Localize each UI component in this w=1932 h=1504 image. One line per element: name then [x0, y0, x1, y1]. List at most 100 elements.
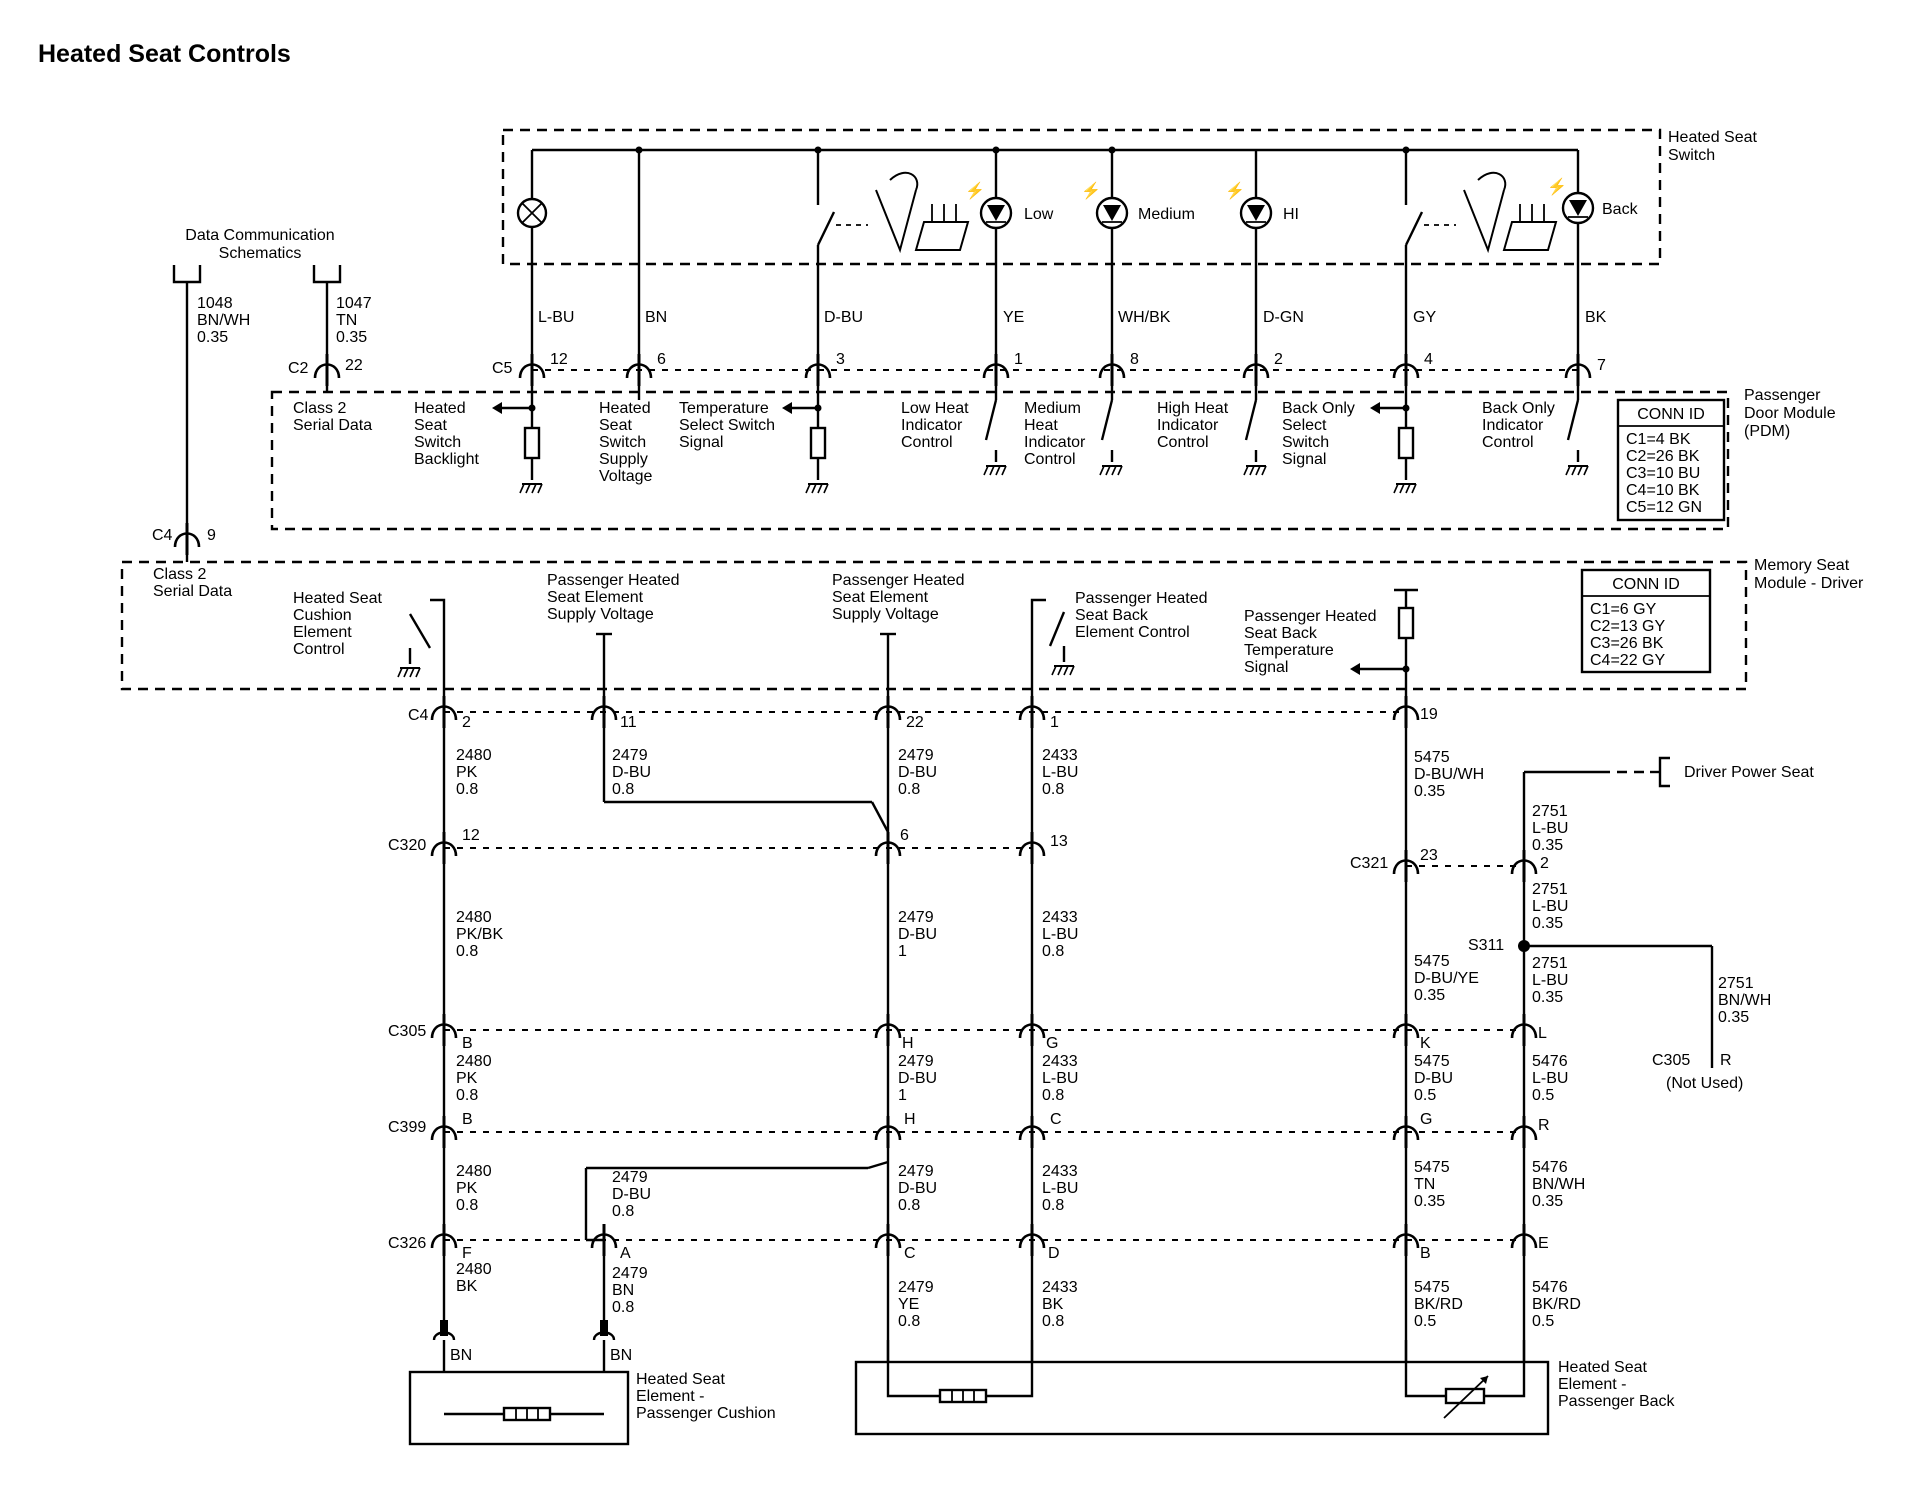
svg-text:C305: C305 — [1652, 1052, 1690, 1069]
wire-color-lbu: L-BU — [538, 309, 574, 326]
svg-text:S311: S311 — [1468, 937, 1504, 954]
indicator-medium: Medium — [1138, 206, 1195, 223]
svg-text:8: 8 — [1130, 351, 1139, 368]
page-title: Heated Seat Controls — [38, 40, 291, 68]
svg-text:F: F — [462, 1245, 472, 1262]
wire-color-whbk: WH/BK — [1118, 309, 1171, 326]
indicator-hi: HI — [1283, 206, 1299, 223]
driver-power-seat: Driver Power Seat — [1684, 764, 1814, 781]
harness: C4 2 11 22 1 19 Driver Power Seat — [388, 694, 1814, 1396]
svg-text:R: R — [1538, 1117, 1550, 1134]
svg-text:22: 22 — [906, 714, 924, 731]
svg-text:13: 13 — [1050, 833, 1068, 850]
svg-text:⚡: ⚡ — [1547, 177, 1567, 196]
svg-text:C305: C305 — [388, 1023, 426, 1040]
splice-s311 — [1518, 940, 1530, 952]
svg-text:⚡: ⚡ — [1081, 181, 1101, 200]
svg-text:3: 3 — [836, 351, 845, 368]
svg-text:2: 2 — [1274, 351, 1283, 368]
medium-led-icon: ⚡ — [1081, 150, 1129, 360]
wire-color-ye: YE — [1003, 309, 1024, 326]
svg-text:C5: C5 — [492, 360, 513, 377]
svg-text:CONN ID: CONN ID — [1637, 406, 1705, 423]
wire-color-bk: BK — [1585, 309, 1607, 326]
svg-text:C399: C399 — [388, 1119, 426, 1136]
svg-text:12: 12 — [550, 351, 568, 368]
svg-text:19: 19 — [1420, 706, 1438, 723]
indicator-low: Low — [1024, 206, 1054, 223]
svg-text:C: C — [1050, 1111, 1062, 1128]
wire-color-gy: GY — [1413, 309, 1436, 326]
indicator-back: Back — [1602, 201, 1639, 218]
svg-text:L: L — [1538, 1025, 1547, 1042]
svg-text:G: G — [1420, 1111, 1432, 1128]
low-led-icon: ⚡ — [965, 150, 1013, 360]
msm-conn-id-table — [1580, 568, 1712, 674]
pdm-conn-id-table — [1616, 398, 1726, 522]
svg-text:C321: C321 — [1350, 855, 1388, 872]
svg-text:H: H — [902, 1035, 914, 1052]
back-select-switch-icon — [1404, 150, 1558, 254]
svg-text:C: C — [904, 1245, 916, 1262]
svg-text:CONN ID: CONN ID — [1612, 576, 1680, 593]
svg-text:H: H — [904, 1111, 916, 1128]
svg-text:BN: BN — [450, 1347, 472, 1364]
svg-text:R: R — [1720, 1052, 1732, 1069]
svg-text:BN: BN — [610, 1347, 632, 1364]
svg-text:1: 1 — [1050, 714, 1059, 731]
svg-text:B: B — [462, 1111, 473, 1128]
svg-text:23: 23 — [1420, 847, 1438, 864]
svg-text:⚡: ⚡ — [965, 181, 985, 200]
temp-select-switch-icon — [816, 150, 970, 254]
svg-text:⚡: ⚡ — [1225, 181, 1245, 200]
svg-text:11: 11 — [620, 714, 637, 731]
svg-text:C320: C320 — [388, 837, 426, 854]
svg-text:1: 1 — [1014, 351, 1023, 368]
svg-text:C4: C4 — [408, 707, 429, 724]
